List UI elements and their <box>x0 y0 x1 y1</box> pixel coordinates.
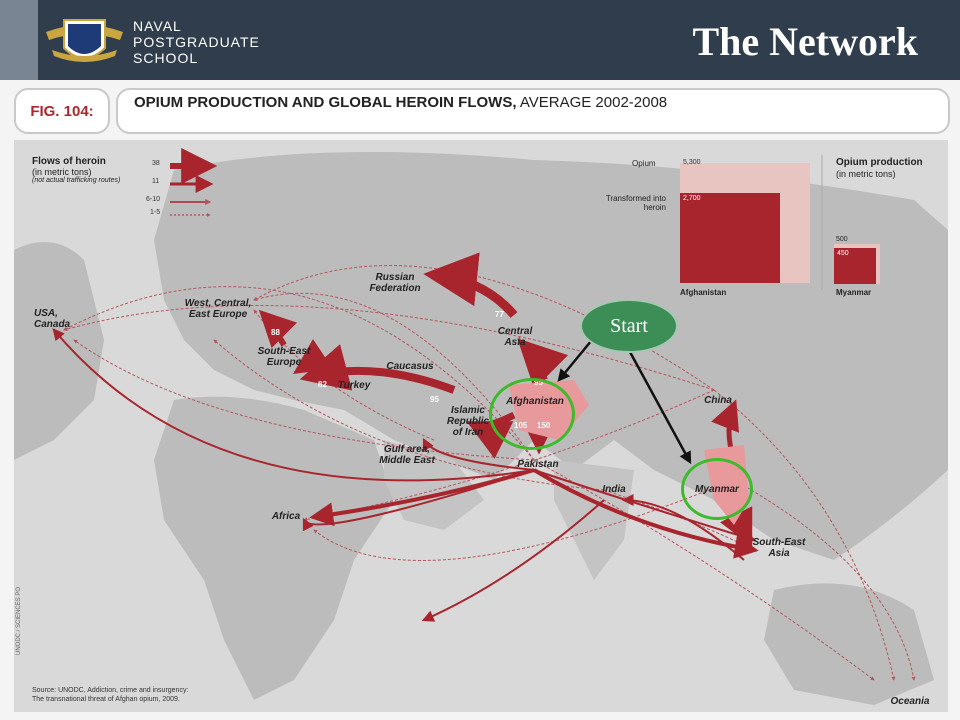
flow-line <box>421 499 605 622</box>
flow-value: 82 <box>318 380 327 389</box>
label-se-europe: South-East Europe <box>257 346 311 368</box>
slide-title: The Network <box>692 19 918 64</box>
label-iran: Islamic Republic of Iran <box>446 405 490 438</box>
school-line: NAVAL <box>133 18 182 34</box>
label-pakistan: Pakistan <box>517 459 559 470</box>
label-oceania: Oceania <box>890 696 930 707</box>
label-caucasus: Caucasus <box>386 361 434 372</box>
afghanistan-heroin-square <box>680 193 780 283</box>
afghanistan-heroin-value: 2,700 <box>683 195 701 202</box>
legend-row-label: 6-10 <box>146 196 161 203</box>
minor-flows <box>63 265 916 681</box>
figure-title-box: OPIUM PRODUCTION AND GLOBAL HEROIN FLOWS… <box>116 88 950 134</box>
flow-line <box>213 339 605 491</box>
flow-arrow-balkans <box>258 309 298 349</box>
label-gulf: Gulf area, Middle East <box>379 444 435 466</box>
nps-logo-icon <box>46 19 123 62</box>
flow-arrow-se-europe <box>293 339 337 383</box>
figure-title-bold: OPIUM PRODUCTION AND GLOBAL HEROIN FLOWS… <box>134 94 517 111</box>
flow-value: 95 <box>430 395 439 404</box>
production-title: Opium production <box>836 157 923 168</box>
flow-line <box>422 437 535 471</box>
flow-line <box>63 305 715 391</box>
flow-line <box>52 328 535 482</box>
label-china: China <box>704 395 732 406</box>
flow-line <box>733 479 916 681</box>
legend-title: Flows of heroin <box>32 156 106 167</box>
myanmar-heroin-square <box>834 248 876 284</box>
afghanistan-highlight-ring <box>489 378 575 450</box>
source-line: Source: UNODC, Addiction, crime and insu… <box>32 687 189 694</box>
legend-row-label: 38 <box>152 160 160 167</box>
source-line: The transnational threat of Afghan opium… <box>32 696 180 703</box>
production-unit: (in metric tons) <box>836 169 896 179</box>
opium-label: Opium <box>632 159 656 168</box>
school-line: SCHOOL <box>133 50 199 66</box>
myanmar-highlight-ring <box>681 458 753 520</box>
legend-note: (not actual trafficking routes) <box>32 177 121 184</box>
school-line: POSTGRADUATE <box>133 34 260 50</box>
flow-legend: Flows of heroin (in metric tons) (not ac… <box>32 156 222 184</box>
flow-value: 88 <box>271 328 280 337</box>
legend-arrows <box>170 148 218 217</box>
legend-row-label: 1-5 <box>150 209 161 216</box>
figure-source: Source: UNODC, Addiction, crime and insu… <box>32 686 188 704</box>
start-arrow-myanmar <box>628 351 692 465</box>
label-turkey: Turkey <box>337 380 371 391</box>
figure-title: OPIUM PRODUCTION AND GLOBAL HEROIN FLOWS… <box>134 94 667 111</box>
label-central-asia: Central Asia <box>497 326 533 348</box>
flow-arrow-central-asia <box>517 338 569 390</box>
flow-line <box>621 494 745 561</box>
flow-line <box>253 309 435 441</box>
label-se-asia: South-East Asia <box>752 537 806 559</box>
flow-line <box>313 479 735 561</box>
figure-badge: FIG. 104: <box>14 88 110 134</box>
flow-line <box>533 459 875 681</box>
label-west-europe: West, Central, East Europe <box>184 298 252 320</box>
label-russia: Russian Federation <box>369 272 421 294</box>
header-accent-strip <box>0 0 38 80</box>
landmass-africa <box>154 396 394 700</box>
flow-arrow-russia <box>423 252 518 318</box>
school-name: NAVAL POSTGRADUATE SCHOOL <box>133 18 260 66</box>
map-credit: UNODC / SCIENCES PO <box>16 586 22 655</box>
flow-line <box>713 389 896 681</box>
afghanistan-opium-value: 5,300 <box>683 159 701 166</box>
landmass-australia <box>764 583 934 705</box>
label-india: India <box>602 484 626 495</box>
transformed-label: Transformed into heroin <box>605 194 666 212</box>
flow-value: 77 <box>495 310 504 319</box>
label-africa: Africa <box>271 511 301 522</box>
slide-header: NAVAL POSTGRADUATE SCHOOL The Network <box>0 0 960 80</box>
legend-unit: (in metric tons) <box>32 167 92 177</box>
flow-line <box>73 339 535 461</box>
myanmar-heroin-value: 450 <box>837 250 849 257</box>
flow-arrow-africa <box>309 468 535 527</box>
landmass-north-america <box>14 242 104 460</box>
start-callout: Start <box>580 299 678 353</box>
myanmar-production-label: Myanmar <box>836 288 872 297</box>
label-usa: USA, Canada <box>34 308 71 330</box>
figure-title-rest: AVERAGE 2002-2008 <box>516 94 668 111</box>
legend-row-label: 11 <box>152 178 160 185</box>
myanmar-opium-value: 500 <box>836 236 848 243</box>
heroin-flow-map: 77 95 82 95 105 150 88 <box>14 140 948 712</box>
afghanistan-production-label: Afghanistan <box>680 288 727 297</box>
